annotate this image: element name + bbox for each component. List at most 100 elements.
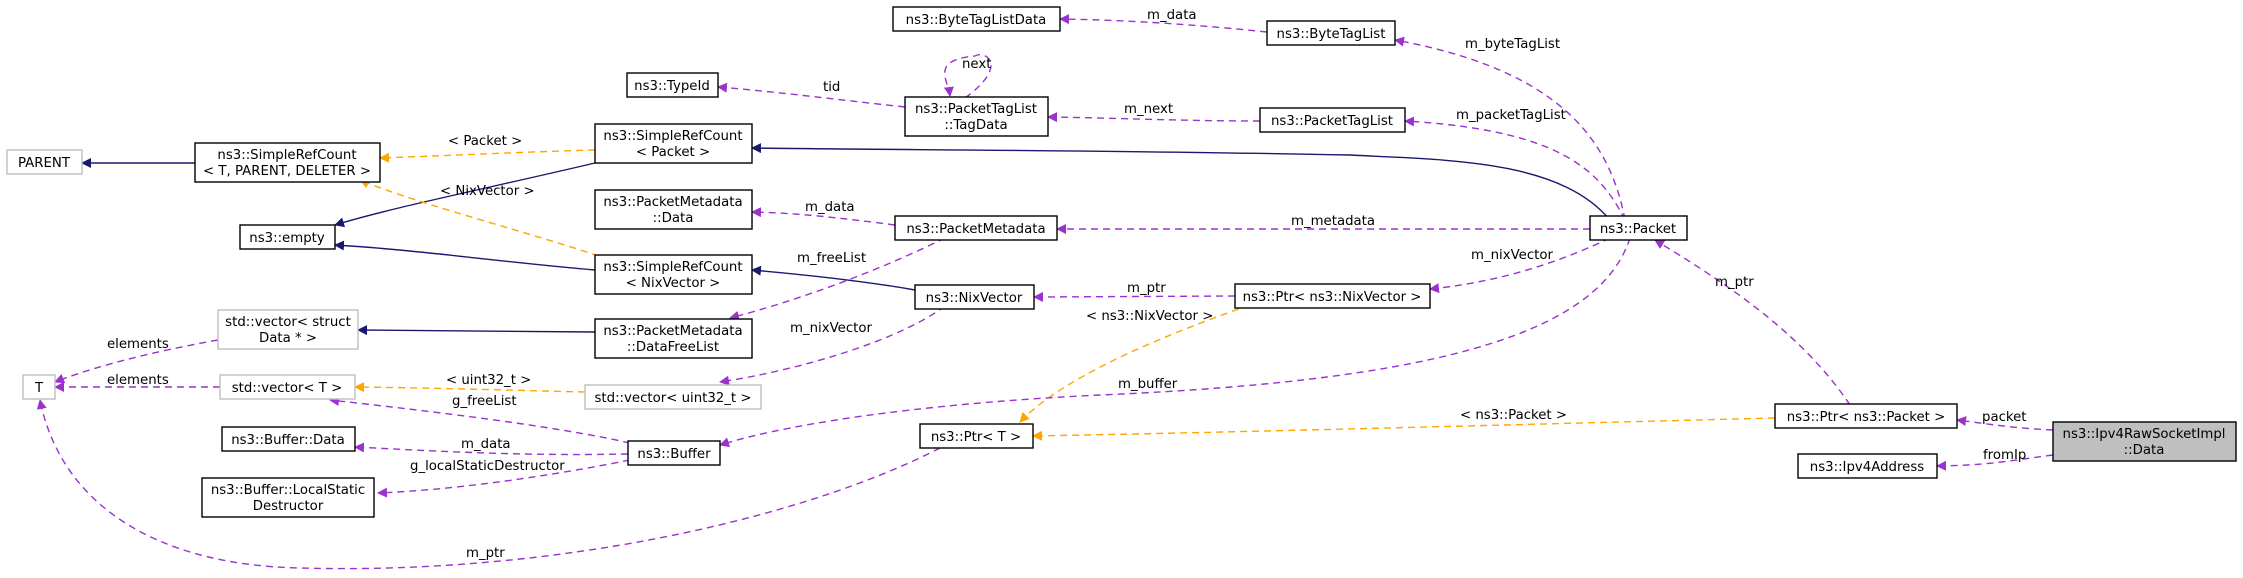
edge-label: m_buffer	[1118, 377, 1178, 392]
edge-packet-ptr-nixvector	[1429, 237, 1611, 294]
edge-label: m_data	[805, 200, 855, 215]
edge-ptr-t-t	[36, 399, 941, 570]
node-label: ns3::Ptr< T >	[931, 430, 1021, 445]
node-label: ns3::Buffer	[637, 447, 711, 462]
node-label: ns3::PacketMetadata	[603, 324, 742, 339]
edge-src-nixvector-empty	[334, 240, 596, 271]
nodes: ns3::ByteTagListData ns3::ByteTagList ns…	[6, 6, 2237, 518]
edge-ptr-packet-ptr-t	[1032, 417, 1776, 441]
node-bytetaglistdata[interactable]: ns3::ByteTagListData	[892, 6, 1061, 32]
node-label: ns3::PacketTagList	[915, 102, 1037, 117]
edge-packettaglist-tagdata	[1047, 112, 1261, 123]
node-label: Destructor	[253, 499, 324, 514]
edge-tagdata-typeid	[717, 82, 906, 108]
edge-label: m_nixVector	[790, 321, 872, 336]
node-vector-struct-data[interactable]: std::vector< struct Data * >	[217, 309, 359, 350]
edge-label: tid	[823, 80, 840, 95]
edge-ipv4rawdata-ipv4address	[1936, 454, 2054, 471]
edge-ptr-nixvector-ptr-t	[1019, 304, 1251, 423]
edge-nixvector-vector-uint32	[719, 305, 946, 386]
node-label: ns3::Ipv4Address	[1810, 460, 1924, 475]
edge-label: < ns3::Packet >	[1460, 408, 1567, 423]
node-ipv4rawsocketimpl-data[interactable]: ns3::Ipv4RawSocketImpl ::Data	[2052, 421, 2237, 462]
edge-label: fromIp	[1983, 448, 2026, 463]
edges	[36, 14, 2054, 570]
edge-packet-src-packet	[751, 143, 1611, 221]
node-ptr-packet[interactable]: ns3::Ptr< ns3::Packet >	[1774, 403, 1958, 429]
node-empty[interactable]: ns3::empty	[239, 224, 336, 250]
node-ipv4address[interactable]: ns3::Ipv4Address	[1797, 453, 1938, 479]
node-label: ns3::Buffer::LocalStatic	[211, 483, 365, 498]
edge-label: elements	[107, 337, 169, 352]
node-label: ns3::empty	[249, 231, 325, 246]
node-bytetaglist[interactable]: ns3::ByteTagList	[1266, 20, 1396, 46]
node-label: PARENT	[18, 156, 71, 171]
node-label: < Packet >	[636, 145, 710, 160]
node-label: ::DataFreeList	[627, 340, 719, 355]
edge-label: < NixVector >	[440, 184, 535, 199]
node-label: < NixVector >	[626, 276, 721, 291]
node-packetmetadata[interactable]: ns3::PacketMetadata	[894, 215, 1058, 241]
node-ptr-nixvector[interactable]: ns3::Ptr< ns3::NixVector >	[1234, 283, 1431, 309]
node-nixvector[interactable]: ns3::NixVector	[914, 284, 1035, 310]
node-label: ns3::Ptr< ns3::NixVector >	[1243, 290, 1422, 305]
node-packetmetadata-data[interactable]: ns3::PacketMetadata ::Data	[594, 189, 753, 230]
node-label: ns3::Ptr< ns3::Packet >	[1787, 410, 1946, 425]
node-label: Data * >	[259, 331, 317, 346]
node-label: ns3::ByteTagListData	[906, 13, 1047, 28]
edge-label: g_localStaticDestructor	[410, 459, 565, 474]
edge-label: m_metadata	[1291, 214, 1375, 229]
node-t[interactable]: T	[22, 374, 56, 400]
node-label: std::vector< T >	[232, 381, 343, 396]
node-label: ns3::Buffer::Data	[231, 433, 345, 448]
edge-ptr-nixvector-nixvector	[1033, 291, 1236, 302]
node-label: std::vector< uint32_t >	[595, 391, 752, 406]
edge-src-packet-simplerefcount	[379, 149, 596, 163]
edge-buffer-buffer-data	[354, 442, 629, 456]
node-vector-t[interactable]: std::vector< T >	[219, 374, 356, 400]
edge-label: m_freeList	[797, 251, 866, 266]
edge-packet-bytetaglist	[1394, 36, 1626, 221]
node-label: ns3::SimpleRefCount	[603, 260, 742, 275]
node-label: ns3::SimpleRefCount	[603, 129, 742, 144]
node-packet[interactable]: ns3::Packet	[1589, 215, 1688, 241]
edge-label: packet	[1982, 410, 2027, 425]
edge-label: m_data	[461, 437, 511, 452]
node-ptr-t[interactable]: ns3::Ptr< T >	[919, 423, 1034, 449]
node-label: ns3::PacketTagList	[1271, 114, 1393, 129]
node-packettaglist[interactable]: ns3::PacketTagList	[1259, 107, 1406, 133]
node-buffer-data[interactable]: ns3::Buffer::Data	[221, 426, 356, 452]
edge-src-nixvector-simplerefcount	[359, 178, 611, 261]
edge-bytetaglist-bytetaglistdata	[1059, 14, 1268, 33]
node-packetmetadata-datafreelist[interactable]: ns3::PacketMetadata ::DataFreeList	[594, 318, 753, 359]
edge-label: < uint32_t >	[446, 373, 531, 388]
edge-packet-packettaglist	[1404, 116, 1626, 221]
edge-datafreelist-vec-struct	[357, 325, 596, 336]
node-buffer-localstaticdestructor[interactable]: ns3::Buffer::LocalStatic Destructor	[201, 477, 375, 518]
edge-label: m_next	[1124, 102, 1173, 117]
node-label: std::vector< struct	[225, 315, 351, 330]
edge-nixvector-src-nixvector	[751, 265, 916, 291]
node-label: ns3::ByteTagList	[1277, 27, 1386, 42]
node-parent[interactable]: PARENT	[6, 149, 83, 175]
node-label: ns3::TypeId	[634, 79, 710, 94]
node-label: ns3::PacketMetadata	[603, 195, 742, 210]
node-simplerefcount-packet[interactable]: ns3::SimpleRefCount < Packet >	[594, 123, 753, 164]
edge-label: m_packetTagList	[1456, 108, 1566, 123]
node-simplerefcount-template[interactable]: ns3::SimpleRefCount < T, PARENT, DELETER…	[194, 142, 381, 183]
node-vector-uint32[interactable]: std::vector< uint32_t >	[584, 384, 762, 410]
edge-tagdata-self	[943, 54, 992, 99]
node-simplerefcount-nixvector[interactable]: ns3::SimpleRefCount < NixVector >	[594, 254, 753, 295]
edge-labels: m_data m_byteTagList tid next m_next m_p…	[107, 8, 2027, 561]
edge-ptr-packet-packet	[1654, 239, 1851, 406]
node-packettaglist-tagdata[interactable]: ns3::PacketTagList ::TagData	[904, 96, 1049, 137]
edge-label: < ns3::NixVector >	[1086, 309, 1213, 324]
node-typeid[interactable]: ns3::TypeId	[626, 72, 719, 98]
edge-buffer-vector-t	[329, 396, 631, 444]
node-label: ::TagData	[944, 118, 1007, 133]
node-buffer[interactable]: ns3::Buffer	[627, 440, 721, 466]
node-label: ::Data	[653, 211, 694, 226]
node-label: T	[34, 381, 44, 396]
node-label: ::Data	[2124, 443, 2165, 458]
